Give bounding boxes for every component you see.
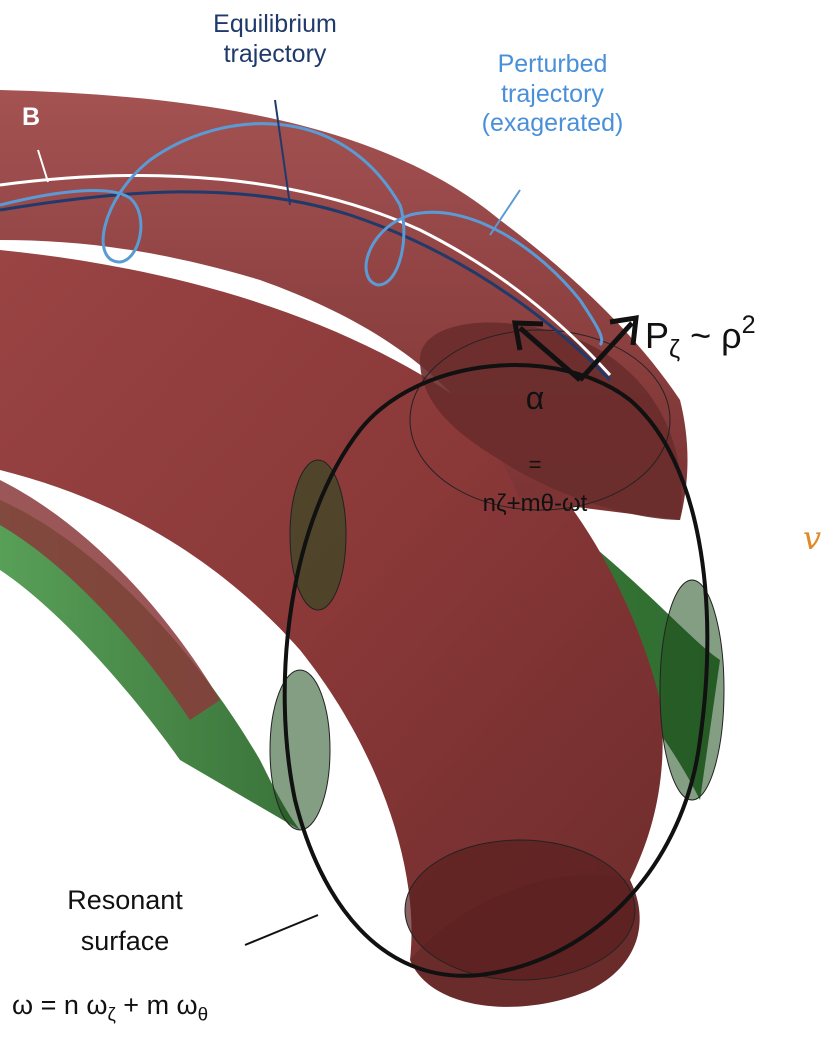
section-ellipse-top xyxy=(409,329,671,511)
momentum-label: Pζ ~ ρ2 xyxy=(645,312,756,361)
perturbed-label-line1: Perturbed xyxy=(497,50,608,78)
alpha-label: α xyxy=(490,380,580,418)
resonant-label: Resonant surface xyxy=(20,880,230,961)
outer-green-band xyxy=(0,500,300,830)
resonant-label-line2: surface xyxy=(80,925,170,956)
condition-sub-theta: θ xyxy=(197,1004,209,1026)
resonant-label-line1: Resonant xyxy=(67,885,183,915)
field-line-b xyxy=(0,174,612,377)
alpha-symbol: α xyxy=(525,380,545,416)
perturbed-label: Perturbed trajectory (exagerated) xyxy=(430,50,675,139)
equilibrium-trajectory-line xyxy=(0,190,612,382)
momentum-sup: 2 xyxy=(741,310,756,339)
condition-sub-zeta: ζ xyxy=(107,1004,116,1026)
cropped-symbol: v xyxy=(803,519,822,557)
momentum-mid: ~ ρ xyxy=(680,315,742,356)
field-label-b: B xyxy=(22,103,41,131)
condition-part-b: + m ω xyxy=(115,990,198,1020)
momentum-base: P xyxy=(645,315,670,356)
outer-red-band-left xyxy=(0,480,220,720)
perturbed-trajectory-line xyxy=(0,122,604,347)
equilibrium-label-line2: trajectory xyxy=(223,39,327,68)
resonance-condition: ω = n ωζ + m ωθ xyxy=(12,990,208,1025)
alpha-expression: nζ+mθ-ωt xyxy=(482,490,588,517)
pzeta-arrow xyxy=(578,321,634,382)
section-ellipse-right xyxy=(659,579,725,801)
alpha-arrowhead xyxy=(511,320,544,351)
field-pointer xyxy=(37,149,49,183)
pzeta-arrowhead xyxy=(609,315,639,346)
resonant-pointer xyxy=(244,914,319,946)
section-ellipse-bottom xyxy=(404,839,636,981)
perturbed-label-line2: trajectory xyxy=(501,79,604,108)
alpha-arrow xyxy=(518,326,582,382)
middle-red-tube xyxy=(0,250,663,960)
alpha-equals: = xyxy=(528,452,542,477)
equilibrium-label: Equilibrium trajectory xyxy=(165,10,385,69)
equilibrium-label-line1: Equilibrium xyxy=(213,10,337,38)
perturbed-pointer xyxy=(489,189,521,236)
condition-part-a: ω = n ω xyxy=(12,990,108,1020)
momentum-sub: ζ xyxy=(669,334,681,363)
section-ellipse-left xyxy=(289,459,347,611)
resonant-surface-outline xyxy=(282,363,710,978)
equilibrium-pointer xyxy=(274,99,291,206)
perturbed-label-line3: (exagerated) xyxy=(481,109,624,137)
section-ellipse-lower-left xyxy=(269,669,331,831)
top-red-tube-end xyxy=(420,322,682,520)
